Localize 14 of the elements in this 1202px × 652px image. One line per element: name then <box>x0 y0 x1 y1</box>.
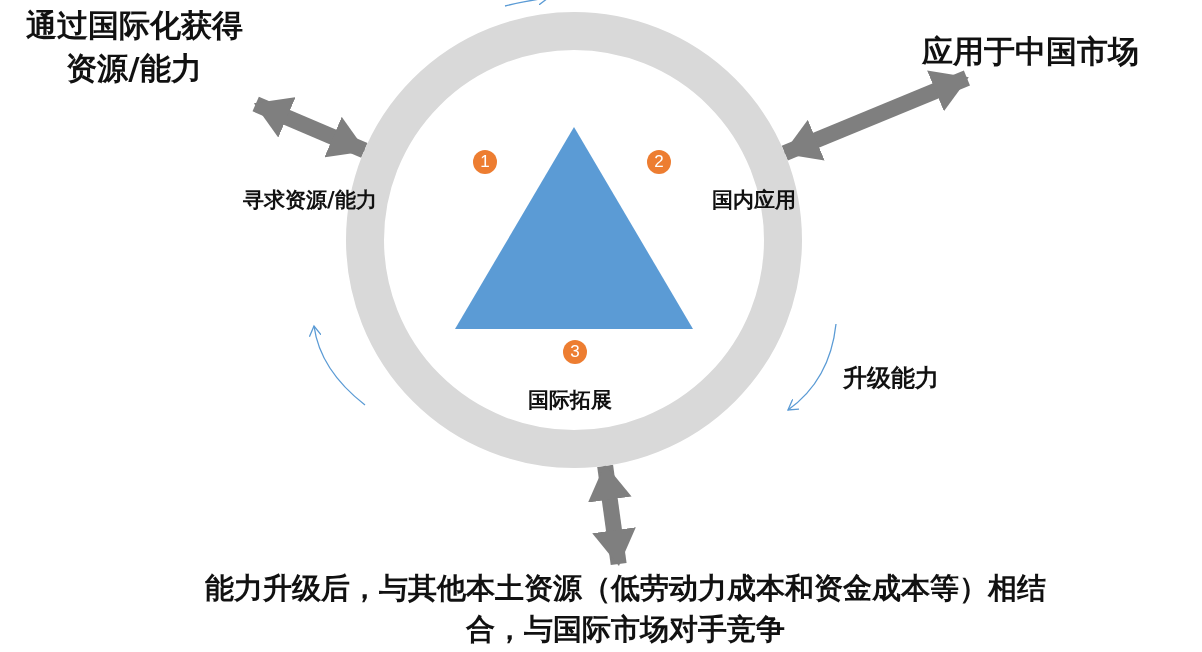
caption-text: 通过国际化获得资源/能力 <box>14 4 254 100</box>
double-arrow <box>781 70 970 161</box>
double-arrow <box>252 96 368 158</box>
caption-text: 应用于中国市场 <box>870 30 1190 74</box>
number-badge: 3 <box>563 340 587 364</box>
step-label: 寻求资源/能力 <box>243 187 377 214</box>
triangle <box>455 127 693 329</box>
step-label: 国际拓展 <box>528 387 612 414</box>
number-badge: 1 <box>473 150 497 174</box>
step-label: 国内应用 <box>712 187 796 214</box>
caption-text: 能力升级后，与其他本土资源（低劳动力成本和资金成本等）相结合，与国际市场对手竞争 <box>185 568 1065 652</box>
double-arrow <box>588 463 636 566</box>
step-label: 升级能力 <box>843 363 939 394</box>
number-badge: 2 <box>647 150 671 174</box>
